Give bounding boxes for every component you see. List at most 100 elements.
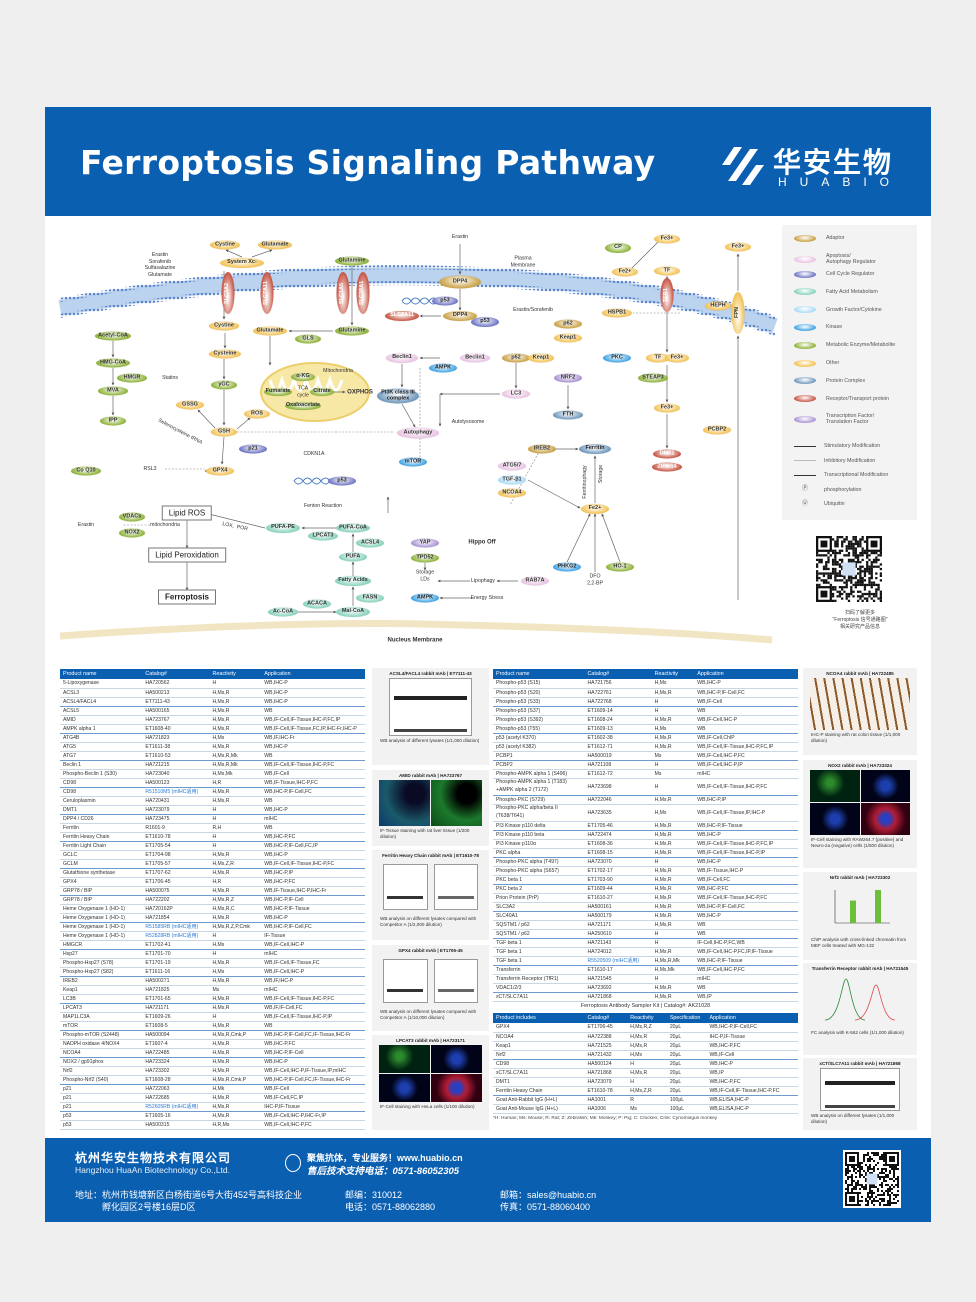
node-acsl4[interactable]: ACSL4	[356, 538, 384, 548]
catalog-number[interactable]: HA500161	[584, 902, 652, 912]
node-pkc[interactable]: PKC	[603, 353, 631, 363]
catalog-number[interactable]: HA1001	[584, 1095, 628, 1105]
node-fe3[interactable]: Fe3+	[654, 403, 680, 413]
node-keap1[interactable]: Keap1	[554, 333, 582, 343]
catalog-number[interactable]: ET1611-38	[142, 742, 210, 752]
node-atg5-7[interactable]: ATG5/7	[498, 461, 526, 471]
node-pcbp2[interactable]: PCBP2	[703, 425, 731, 435]
catalog-number[interactable]: HA721143	[584, 938, 652, 948]
catalog-number[interactable]: HA500075	[142, 886, 210, 896]
catalog-number[interactable]: ET1607-4	[142, 1039, 210, 1049]
catalog-number[interactable]: HA723324	[142, 1057, 210, 1067]
node-ampk[interactable]: AMPK	[429, 363, 457, 373]
node-cp[interactable]: CP	[605, 243, 631, 253]
catalog-number[interactable]: HA720431	[142, 796, 210, 806]
catalog-number[interactable]: HA721545	[584, 974, 652, 984]
catalog-number[interactable]: R1601-9	[142, 823, 210, 833]
node-autophagy[interactable]: Autophagy	[397, 427, 439, 439]
catalog-number[interactable]: ET1705-54	[142, 841, 210, 851]
node-heph[interactable]: HEPH	[705, 301, 731, 311]
node-gssg[interactable]: GSSG	[176, 400, 204, 410]
catalog-number[interactable]: ET1609-26	[142, 1012, 210, 1022]
node-slc7a11[interactable]: SLC7A11	[385, 311, 419, 321]
catalog-number[interactable]: ET1602-38	[584, 733, 652, 743]
catalog-number[interactable]: HA724012	[584, 947, 652, 957]
catalog-number[interactable]: ET1609-44	[584, 884, 652, 894]
node-fumarate[interactable]: Fumarate	[264, 388, 292, 396]
catalog-number[interactable]: ET7111-43	[142, 697, 210, 707]
node-yap[interactable]: YAP	[411, 538, 439, 548]
node-hspb1[interactable]: HSPB1	[602, 308, 632, 318]
catalog-number[interactable]: ET1702-17	[584, 866, 652, 876]
catalog-number[interactable]: ET1610-78	[142, 832, 210, 842]
slogan-website[interactable]: 聚焦抗体，专业服务！www.huabio.cn	[307, 1153, 463, 1163]
node-glutamate[interactable]: Glutamate	[258, 240, 292, 250]
catalog-number[interactable]: HA500124	[584, 1059, 628, 1069]
node-hmg-coa[interactable]: HMG-CoA	[96, 358, 130, 368]
node-fth[interactable]: FTH	[553, 410, 583, 420]
catalog-number[interactable]: ET1706-45	[142, 877, 210, 887]
catalog-number[interactable]: HA722685	[142, 1093, 210, 1103]
catalog-number[interactable]: HA721854	[142, 913, 210, 923]
node-ipp[interactable]: IPP	[100, 416, 126, 426]
catalog-number[interactable]: ET1609-13	[584, 724, 652, 734]
node-fe2[interactable]: Fe2+	[612, 267, 638, 277]
catalog-number[interactable]: HA720562	[142, 679, 210, 689]
catalog-number[interactable]: HA723767	[142, 715, 210, 725]
node-system-xc[interactable]: System Xc-	[220, 258, 264, 268]
catalog-number[interactable]: HA723079	[584, 1077, 628, 1087]
catalog-number[interactable]: HA722768	[584, 697, 652, 707]
node-gpx4[interactable]: GPX4	[206, 466, 234, 476]
catalog-number[interactable]: HA722202	[142, 895, 210, 905]
catalog-number[interactable]: ET1608-40	[142, 724, 210, 734]
catalog-number[interactable]: ET1701-19	[142, 958, 210, 968]
node-p53[interactable]: p53	[328, 476, 356, 486]
node-fpn[interactable]: FPN	[731, 292, 745, 334]
catalog-number[interactable]: HA500179	[584, 911, 652, 921]
catalog-number[interactable]: HA500019	[584, 751, 652, 761]
catalog-number[interactable]: HA250610	[584, 929, 652, 939]
catalog-number[interactable]: ET1703-90	[584, 875, 652, 885]
node-fe3[interactable]: Fe3+	[654, 234, 680, 244]
node-tfr1[interactable]: TFR1	[660, 278, 674, 312]
node-fe2[interactable]: Fe2+	[581, 504, 609, 514]
node-keap1[interactable]: Keap1	[528, 353, 554, 363]
catalog-number[interactable]: HA721171	[142, 1003, 210, 1013]
node-slc1a5[interactable]: SLC1A5	[336, 272, 350, 314]
node-dmt1[interactable]: DMT1	[653, 449, 681, 459]
node-pi3k-class-iii-complex[interactable]: PI3K class III complex	[377, 388, 419, 404]
node-mtor[interactable]: mTOR	[399, 457, 427, 467]
catalog-number[interactable]: HA721171	[584, 920, 652, 930]
node-beclin1[interactable]: Beclin1	[460, 353, 490, 363]
catalog-number[interactable]: R51585RB (mIHC适用)	[142, 922, 210, 932]
node-ho-1[interactable]: HO-1	[606, 562, 634, 572]
node-hmgr[interactable]: HMGR	[117, 373, 147, 383]
catalog-number[interactable]: ET1701-70	[142, 949, 210, 959]
node-glutamate[interactable]: Glutamate	[253, 326, 287, 336]
node-mva[interactable]: MVA	[98, 386, 128, 396]
catalog-number[interactable]: HA721756	[584, 679, 652, 689]
node-acaca[interactable]: ACACA	[303, 599, 331, 609]
node-citrate[interactable]: Citrate	[310, 388, 334, 396]
catalog-number[interactable]: HA721108	[584, 760, 652, 770]
catalog-number[interactable]: HA722046	[584, 795, 652, 805]
node-slc38a1[interactable]: SLC38A1	[356, 272, 370, 314]
catalog-number[interactable]: ET1610-78	[584, 1086, 628, 1096]
catalog-number[interactable]: HA720162P	[142, 904, 210, 914]
node-gls[interactable]: GLS	[295, 334, 321, 344]
catalog-number[interactable]: R52828RB (mIHC适用)	[142, 931, 210, 941]
node-ampk[interactable]: AMPK	[411, 593, 439, 603]
qr-code-ferroptosis[interactable]	[816, 536, 882, 602]
node-lc3[interactable]: LC3	[502, 389, 530, 399]
catalog-number[interactable]: HA722388	[584, 1032, 628, 1042]
node-tpd52[interactable]: TPD52	[411, 553, 439, 563]
catalog-number[interactable]: ET1608-5	[142, 1021, 210, 1031]
catalog-number[interactable]: ET1608-15	[584, 848, 652, 858]
catalog-number[interactable]: ET1610-17	[584, 965, 652, 975]
catalog-number[interactable]: ET1608-28	[142, 1075, 210, 1085]
catalog-number[interactable]: HA723040	[142, 769, 210, 779]
node-fe3[interactable]: Fe3+	[725, 242, 751, 252]
node-ac-coa[interactable]: Ac-CoA	[268, 607, 298, 617]
catalog-number[interactable]: HA500165	[142, 706, 210, 716]
catalog-number[interactable]: HA721215	[142, 760, 210, 770]
